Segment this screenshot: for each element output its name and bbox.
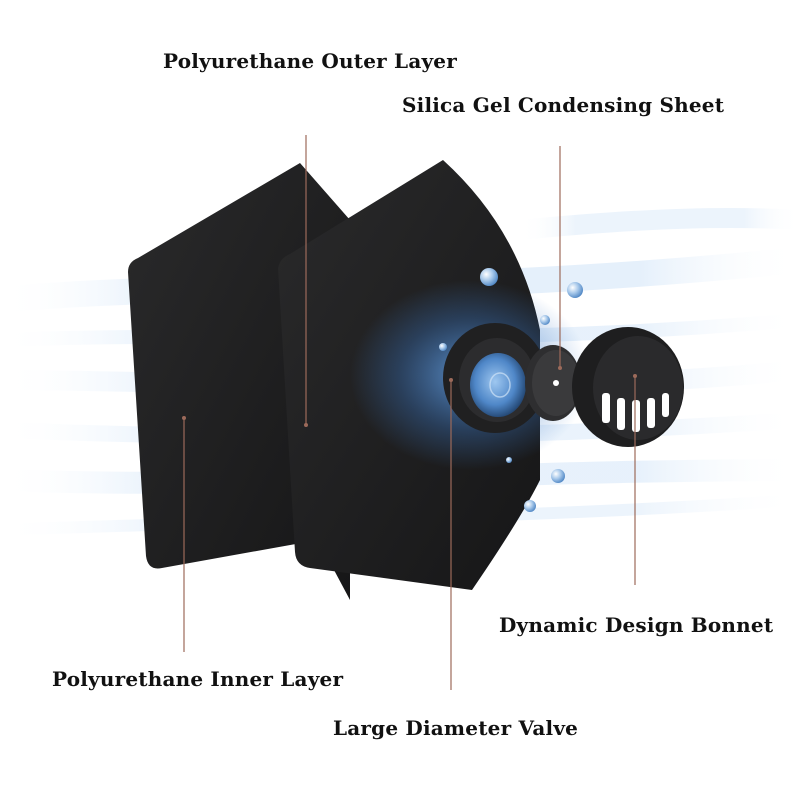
bonnet-part <box>572 327 684 447</box>
label-valve: Large Diameter Valve <box>333 716 578 740</box>
label-bonnet: Dynamic Design Bonnet <box>499 613 773 637</box>
label-silica-sheet: Silica Gel Condensing Sheet <box>402 93 724 117</box>
label-inner-layer: Polyurethane Inner Layer <box>52 667 343 691</box>
label-outer-layer: Polyurethane Outer Layer <box>163 49 457 73</box>
